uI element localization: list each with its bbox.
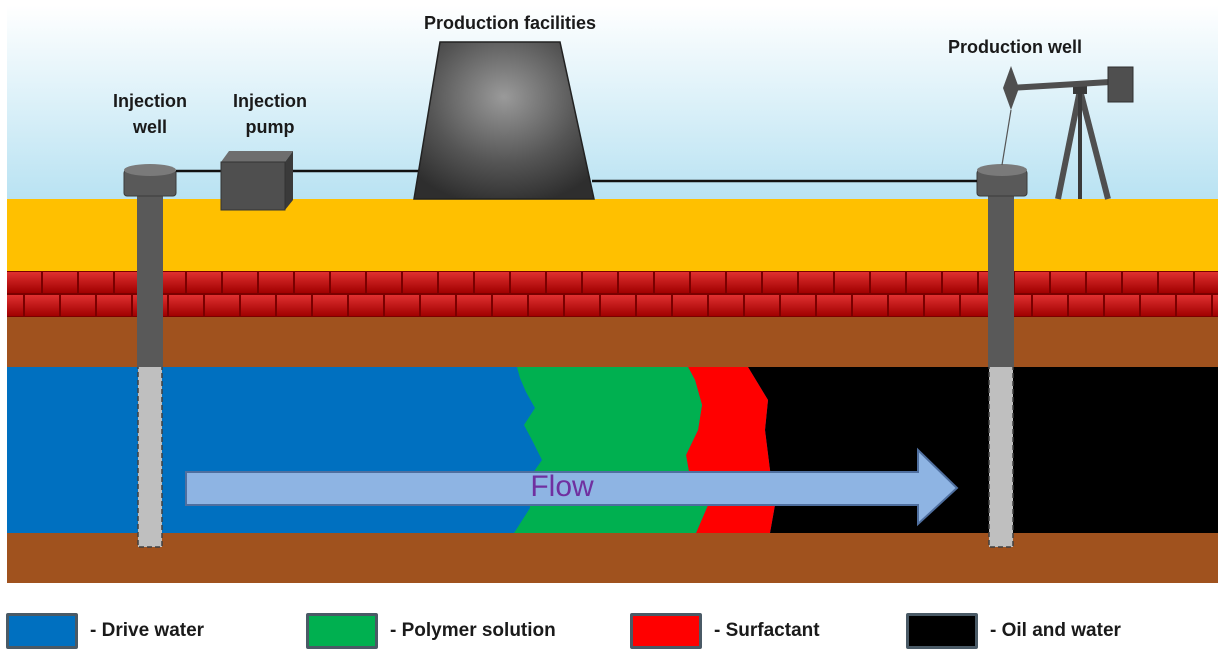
brick [709,295,743,316]
injection-well-label: Injection well [112,91,187,137]
brick [457,295,491,316]
polymer-zone [514,367,708,533]
brick [1051,272,1085,293]
production-well-liner [988,364,1014,548]
brick [655,272,689,293]
brick [727,272,761,293]
brick [637,295,671,316]
brick [205,295,239,316]
brick [619,272,653,293]
brick [421,295,455,316]
brick [871,272,905,293]
oil-water-zone [748,367,1218,533]
production-facilities-icon [413,41,595,200]
brick [691,272,725,293]
production-well-casing [988,192,1014,367]
brick [1105,295,1139,316]
brick [1015,272,1049,293]
injection-well-liner [137,364,163,548]
legend-swatch [906,613,978,649]
legend-item-drive-water: - Drive water [6,611,204,651]
flow-arrow [185,447,959,527]
legend-swatch [306,613,378,649]
legend-label: - Drive water [90,620,205,641]
soil-upper [7,317,1218,367]
brick [1069,295,1103,316]
brick [1087,272,1121,293]
brick [7,272,41,293]
legend-item-polymer-solution: - Polymer solution [306,611,556,651]
brick [187,272,221,293]
brick [25,295,59,316]
brick [547,272,581,293]
brick [1123,272,1157,293]
brick [439,272,473,293]
brick [907,272,941,293]
sand-layer [7,199,1218,271]
brick [781,295,815,316]
legend-item-surfactant: - Surfactant [630,611,820,651]
injection-pump-label: Injection pump [232,91,307,137]
production-well-label: Production well [947,37,1082,57]
flow-label: Flow [530,470,594,503]
soil-lower [7,533,1218,583]
brick [331,272,365,293]
brick [313,295,347,316]
brick [475,272,509,293]
legend-label: - Surfactant [714,620,820,641]
brick [43,272,77,293]
brick [97,295,131,316]
brick [1177,295,1211,316]
legend-label: - Oil and water [990,620,1121,641]
brick [565,295,599,316]
brick [79,272,113,293]
brick [817,295,851,316]
brick [385,295,419,316]
brick [61,295,95,316]
brick [241,295,275,316]
injection-pump-icon [220,151,293,211]
brick [1213,295,1218,316]
brick [673,295,707,316]
brick [925,295,959,316]
brick [583,272,617,293]
brick [511,272,545,293]
brick-layer [7,271,1218,317]
production-facilities-label: Production facilities [423,13,597,33]
brick [745,295,779,316]
legend-swatch [6,613,78,649]
legend-label: - Polymer solution [390,620,556,641]
brick [961,295,995,316]
brick [1141,295,1175,316]
brick [889,295,923,316]
brick [799,272,833,293]
brick [277,295,311,316]
brick [763,272,797,293]
brick [853,295,887,316]
injection-well-casing [137,192,163,367]
brick [403,272,437,293]
brick [601,295,635,316]
brick [169,295,203,316]
brick [943,272,977,293]
brick [1159,272,1193,293]
brick [529,295,563,316]
brick [259,272,293,293]
brick [295,272,329,293]
legend-item-oil-and-water: - Oil and water [906,611,1121,651]
legend-swatch [630,613,702,649]
brick [7,295,23,316]
brick [835,272,869,293]
brick [493,295,527,316]
brick [1033,295,1067,316]
brick [223,272,257,293]
brick [367,272,401,293]
pump-jack-icon [1001,66,1134,200]
brick [1195,272,1218,293]
brick [349,295,383,316]
